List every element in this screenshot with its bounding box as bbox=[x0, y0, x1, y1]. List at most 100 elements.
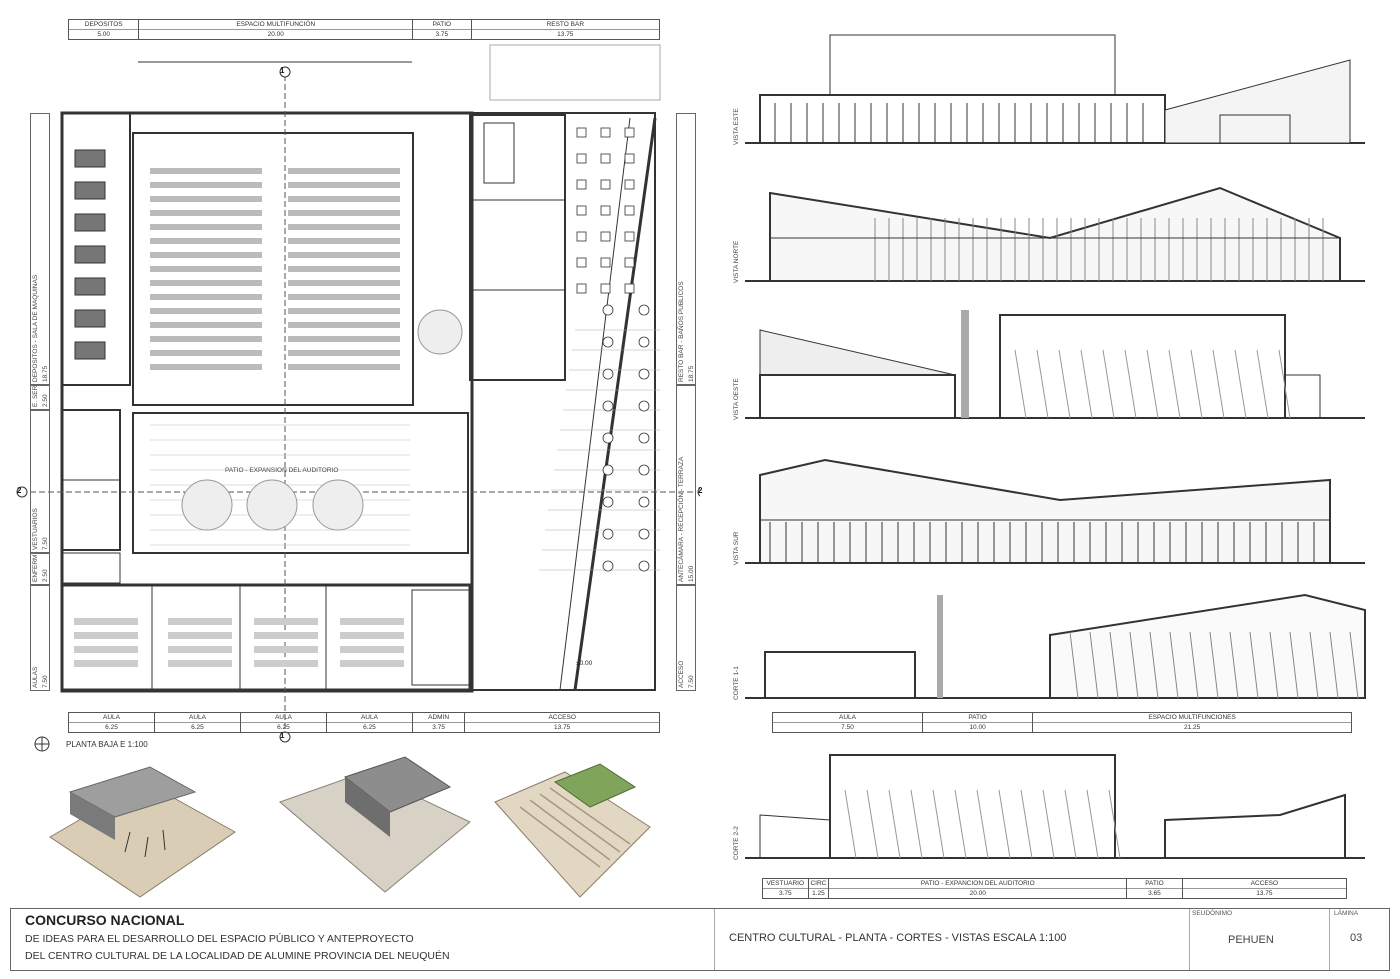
dimension-label: ESPACIO MULTIFUNCIONES bbox=[1148, 714, 1236, 721]
seat-row bbox=[150, 168, 262, 174]
dimension-value: 13.75 bbox=[465, 722, 660, 732]
dimension-label: PATIO - EXPANCION DEL AUDITORIO bbox=[920, 880, 1035, 887]
dimension-label: DEPOSITOS bbox=[84, 21, 123, 28]
tree-symbol bbox=[417, 309, 463, 355]
seat-row bbox=[150, 308, 262, 314]
desk-row bbox=[340, 646, 404, 653]
seat-row bbox=[150, 336, 262, 342]
seat-row bbox=[288, 322, 400, 328]
dimension-label: PATIO bbox=[968, 714, 987, 721]
pseudonym-value: PEHUEN bbox=[1228, 934, 1274, 946]
dimension-label: PATIO bbox=[432, 21, 452, 28]
dimension-value: 15.00 bbox=[688, 565, 695, 582]
dimension-value: 6.25 bbox=[240, 722, 326, 732]
glazing-diagonal bbox=[573, 117, 657, 691]
dimension-label: RESTO BAR bbox=[546, 21, 585, 28]
competition-subtitle-2: DEL CENTRO CULTURAL DE LA LOCALIDAD DE A… bbox=[25, 950, 450, 962]
desk-row bbox=[340, 618, 404, 625]
sheet-number: 03 bbox=[1350, 932, 1363, 944]
seat-row bbox=[150, 294, 262, 300]
level-mark: ±0.00 bbox=[576, 660, 593, 667]
desk-row bbox=[74, 660, 138, 667]
terrace-table bbox=[602, 304, 614, 316]
cafe-table bbox=[624, 179, 635, 190]
cafe-table bbox=[624, 257, 635, 268]
cafe-table bbox=[600, 283, 611, 294]
dimension-value: 13.75 bbox=[1182, 888, 1346, 898]
seat-row bbox=[150, 350, 262, 356]
terrace-table bbox=[638, 496, 650, 508]
dimension-value: 18.75 bbox=[42, 365, 49, 382]
tree-symbol bbox=[312, 479, 364, 531]
competition-title: CONCURSO NACIONAL bbox=[25, 912, 185, 928]
seat-row bbox=[150, 238, 262, 244]
cafe-table bbox=[624, 283, 635, 294]
dimension-value: 13.75 bbox=[471, 29, 659, 39]
seat-row bbox=[150, 182, 262, 188]
desk-row bbox=[74, 632, 138, 639]
desk-row bbox=[74, 618, 138, 625]
dimension-value: 7.50 bbox=[773, 722, 922, 732]
pseudonym-label: SEUDÓNIMO bbox=[1192, 910, 1233, 917]
dimension-label: ACCESO bbox=[1250, 880, 1279, 887]
dimension-label: ESPACIO MULTIFUNCIÓN bbox=[236, 21, 316, 28]
cafe-table bbox=[576, 283, 587, 294]
desk-row bbox=[254, 660, 318, 667]
vertical-dimension: E. SERV.2.50 bbox=[30, 385, 50, 410]
terrace-table bbox=[638, 464, 650, 476]
elevation-label: VISTA NORTE bbox=[733, 240, 740, 283]
seat-row bbox=[288, 196, 400, 202]
seat-row bbox=[288, 224, 400, 230]
dimension-value: 3.75 bbox=[412, 722, 465, 732]
dimension-label: AULA bbox=[274, 714, 292, 721]
terrace-table bbox=[602, 368, 614, 380]
terrace-table bbox=[602, 496, 614, 508]
cafe-table bbox=[600, 179, 611, 190]
terrace-table bbox=[638, 528, 650, 540]
cafe-table bbox=[624, 153, 635, 164]
elevation-label: VISTA SUR bbox=[733, 531, 740, 565]
dimension-value: 7.50 bbox=[42, 675, 49, 688]
model-photo-3 bbox=[494, 763, 651, 898]
dimension-label: ENFERM. bbox=[32, 553, 39, 582]
dimension-value: 3.75 bbox=[763, 888, 808, 898]
elevation-drawing bbox=[745, 593, 1366, 699]
dimension-label: AULA bbox=[360, 714, 378, 721]
seat-row bbox=[150, 224, 262, 230]
title-block: CONCURSO NACIONAL DE IDEAS PARA EL DESAR… bbox=[10, 908, 1390, 971]
cafe-table bbox=[576, 179, 587, 190]
dimension-value: 21.25 bbox=[1033, 722, 1351, 732]
section-marker bbox=[16, 486, 28, 498]
dimension-label: AULAS bbox=[32, 666, 39, 688]
terrace-table bbox=[602, 432, 614, 444]
terrace-table bbox=[638, 560, 650, 572]
terrace-table bbox=[602, 336, 614, 348]
vertical-dimension: ENFERM.2.50 bbox=[30, 553, 50, 585]
desk-row bbox=[168, 618, 232, 625]
dimension-label: ACCESO bbox=[548, 714, 576, 721]
elevation-label: VISTA ESTE bbox=[733, 108, 740, 145]
dimension-label: AULA bbox=[838, 714, 856, 721]
seat-row bbox=[150, 210, 262, 216]
seat-row bbox=[150, 252, 262, 258]
dimension-value: 7.50 bbox=[688, 675, 695, 688]
dimension-value: 6.25 bbox=[154, 722, 240, 732]
section-mark-left: 2 bbox=[17, 486, 22, 495]
terrace-table bbox=[638, 304, 650, 316]
seat-row bbox=[288, 350, 400, 356]
seat-row bbox=[288, 336, 400, 342]
dimension-value: 6.25 bbox=[326, 722, 412, 732]
elevation-drawing bbox=[745, 754, 1365, 859]
cafe-table bbox=[576, 231, 587, 242]
